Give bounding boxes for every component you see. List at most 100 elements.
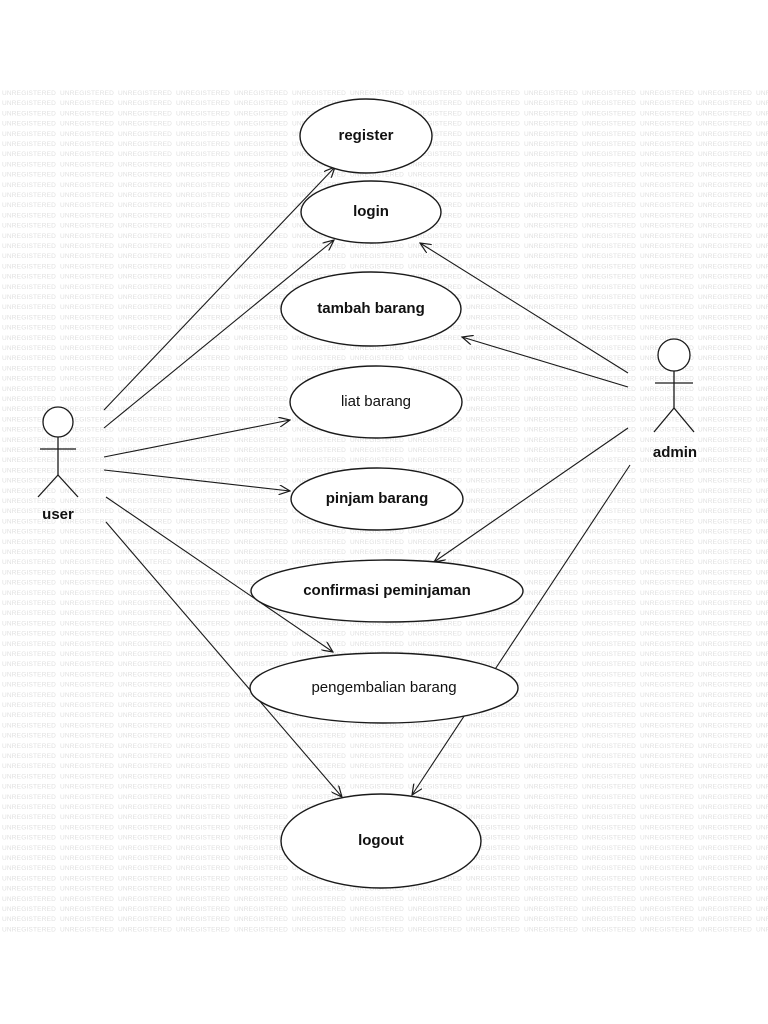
watermark-text: UNREGISTERED [698,824,752,831]
watermark-text: UNREGISTERED [118,620,172,627]
watermark-text: UNREGISTERED [466,345,520,352]
watermark-text: UNREGISTERED [640,243,694,250]
watermark-text: UNREGISTERED [524,121,578,128]
watermark-text: UNREGISTERED [698,855,752,862]
watermark-text: UNREGISTERED [756,784,768,791]
watermark-text: UNREGISTERED [466,743,520,750]
watermark-text: UNREGISTERED [60,916,114,923]
watermark-text: UNREGISTERED [118,100,172,107]
watermark-text: UNREGISTERED [698,427,752,434]
watermark-text: UNREGISTERED [118,294,172,301]
watermark-text: UNREGISTERED [408,549,462,556]
watermark-text: UNREGISTERED [408,131,462,138]
watermark-text: UNREGISTERED [698,529,752,536]
watermark-text: UNREGISTERED [582,733,636,740]
use-case-pengembalian-barang[interactable]: pengembalian barang [249,652,519,724]
watermark-text: UNREGISTERED [234,335,288,342]
watermark-text: UNREGISTERED [176,457,230,464]
watermark-text: UNREGISTERED [176,243,230,250]
watermark-text: UNREGISTERED [176,518,230,525]
watermark-text: UNREGISTERED [2,345,56,352]
watermark-text: UNREGISTERED [118,223,172,230]
use-case-confirmasi-peminjaman[interactable]: confirmasi peminjaman [250,559,524,623]
watermark-text: UNREGISTERED [118,906,172,913]
watermark-text: UNREGISTERED [582,814,636,821]
watermark-text: UNREGISTERED [60,875,114,882]
watermark-text: UNREGISTERED [698,722,752,729]
watermark-text: UNREGISTERED [176,345,230,352]
watermark-text: UNREGISTERED [176,682,230,689]
watermark-text: UNREGISTERED [60,294,114,301]
use-case-logout[interactable]: logout [280,793,482,889]
watermark-text: UNREGISTERED [2,172,56,179]
watermark-text: UNREGISTERED [640,682,694,689]
watermark-text: UNREGISTERED [582,427,636,434]
watermark-text: UNREGISTERED [60,90,114,97]
watermark-text: UNREGISTERED [582,294,636,301]
watermark-text: UNREGISTERED [118,743,172,750]
watermark-text: UNREGISTERED [640,121,694,128]
watermark-text: UNREGISTERED [524,733,578,740]
watermark-text: UNREGISTERED [2,478,56,485]
watermark-text: UNREGISTERED [524,233,578,240]
watermark-text: UNREGISTERED [756,457,768,464]
watermark-text: UNREGISTERED [118,284,172,291]
use-case-pinjam-barang[interactable]: pinjam barang [290,467,464,531]
watermark-text: UNREGISTERED [640,722,694,729]
watermark-text: UNREGISTERED [756,712,768,719]
watermark-text: UNREGISTERED [698,457,752,464]
watermark-text: UNREGISTERED [698,875,752,882]
watermark-text: UNREGISTERED [176,192,230,199]
watermark-text: UNREGISTERED [466,416,520,423]
watermark-text: UNREGISTERED [698,243,752,250]
watermark-text: UNREGISTERED [466,233,520,240]
watermark-text: UNREGISTERED [640,467,694,474]
watermark-text: UNREGISTERED [756,702,768,709]
use-case-liat-barang[interactable]: liat barang [289,365,463,439]
watermark-text: UNREGISTERED [350,886,404,893]
watermark-text: UNREGISTERED [640,274,694,281]
watermark-text: UNREGISTERED [292,926,346,933]
watermark-text: UNREGISTERED [640,498,694,505]
watermark-text: UNREGISTERED [176,141,230,148]
watermark-text: UNREGISTERED [524,753,578,760]
watermark-text: UNREGISTERED [640,569,694,576]
watermark-text: UNREGISTERED [466,100,520,107]
watermark-text: UNREGISTERED [408,182,462,189]
watermark-text: UNREGISTERED [408,253,462,260]
watermark-text: UNREGISTERED [2,223,56,230]
actor-user[interactable]: user [37,406,79,523]
watermark-text: UNREGISTERED [292,539,346,546]
watermark-text: UNREGISTERED [466,620,520,627]
watermark-text: UNREGISTERED [60,906,114,913]
watermark-text: UNREGISTERED [234,784,288,791]
watermark-text: UNREGISTERED [582,212,636,219]
watermark-text: UNREGISTERED [176,539,230,546]
use-case-tambah-barang[interactable]: tambah barang [280,271,462,347]
watermark-text: UNREGISTERED [234,794,288,801]
watermark-text: UNREGISTERED [756,498,768,505]
watermark-text: UNREGISTERED [582,90,636,97]
watermark-text: UNREGISTERED [176,131,230,138]
watermark-text: UNREGISTERED [466,651,520,658]
watermark-text: UNREGISTERED [60,355,114,362]
watermark-text: UNREGISTERED [234,661,288,668]
watermark-text: UNREGISTERED [466,294,520,301]
actor-admin[interactable]: admin [653,338,697,461]
watermark-text: UNREGISTERED [350,906,404,913]
use-case-register[interactable]: register [299,98,433,174]
watermark-text: UNREGISTERED [698,865,752,872]
watermark-text: UNREGISTERED [408,539,462,546]
watermark-text: UNREGISTERED [176,600,230,607]
watermark-text: UNREGISTERED [698,212,752,219]
watermark-text: UNREGISTERED [176,529,230,536]
watermark-text: UNREGISTERED [350,620,404,627]
watermark-text: UNREGISTERED [60,508,114,515]
watermark-text: UNREGISTERED [118,610,172,617]
watermark-text: UNREGISTERED [60,682,114,689]
watermark-text: UNREGISTERED [176,651,230,658]
use-case-login[interactable]: login [300,180,442,244]
watermark-text: UNREGISTERED [60,641,114,648]
watermark-text: UNREGISTERED [2,916,56,923]
watermark-text: UNREGISTERED [524,223,578,230]
